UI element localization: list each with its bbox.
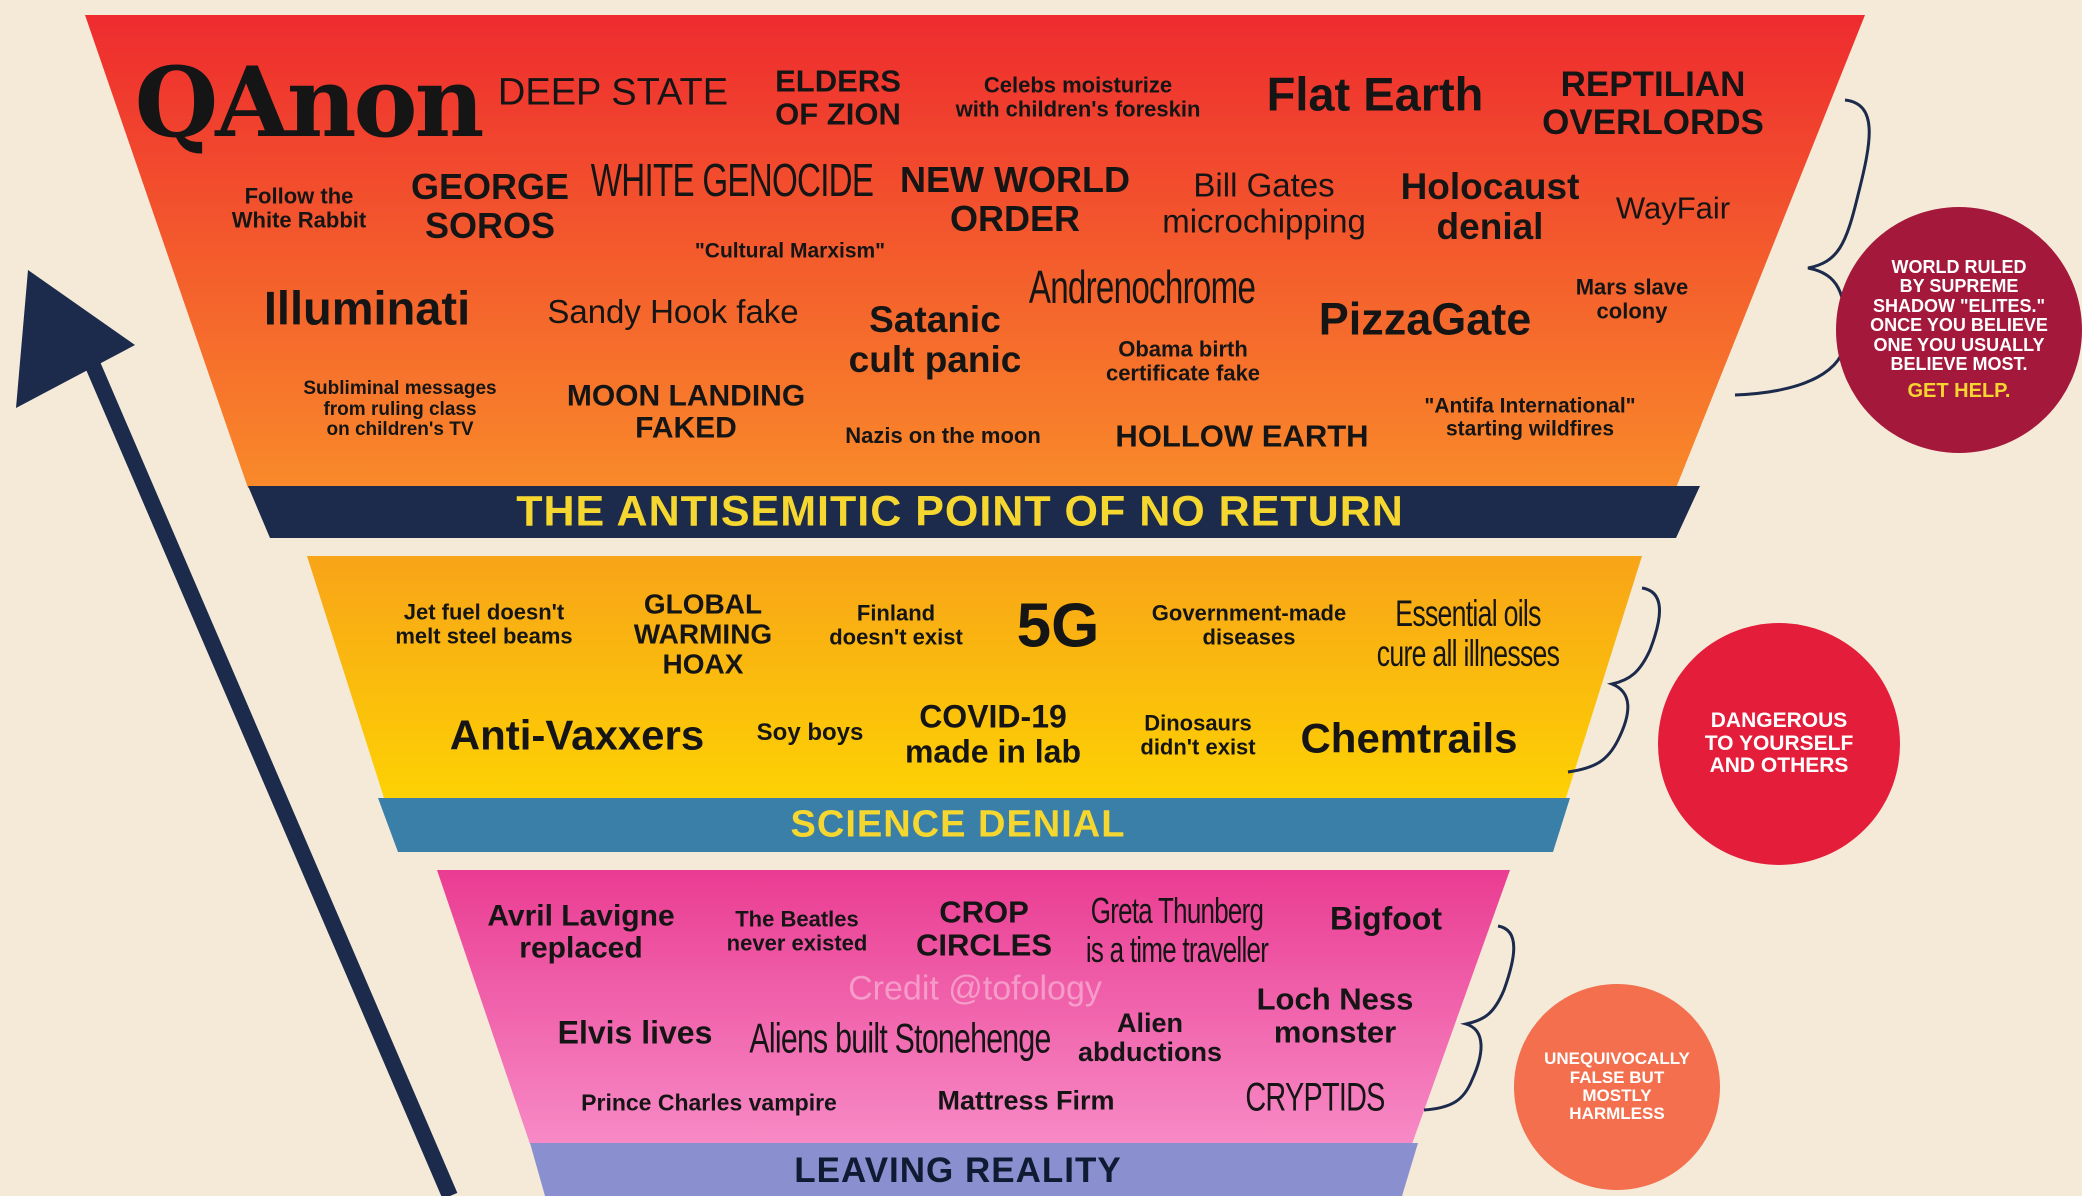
note-mid-circle: DANGEROUS TO YOURSELF AND OTHERS [1658,623,1900,865]
item-government-diseases: Government-made diseases [1151,600,1347,649]
item-5g: 5G [1016,591,1100,661]
item-george-soros: GEORGE SOROS [410,166,570,246]
item-alien-abductions: Alien abductions [1077,1007,1223,1067]
item-mars-slave-colony: Mars slave colony [1575,274,1689,323]
arrow-shaft [74,336,458,1196]
item-holocaust-denial: Holocaust denial [1400,166,1580,247]
item-obama-birth: Obama birth certificate fake [1105,336,1261,385]
item-sandy-hook: Sandy Hook fake [547,293,799,331]
item-avril-lavigne: Avril Lavigne replaced [487,899,675,965]
item-antifa: "Antifa International" starting wildfire… [1424,394,1636,440]
note-mid-text: DANGEROUS TO YOURSELF AND OTHERS [1704,708,1854,778]
item-soy-boys: Soy boys [756,719,864,747]
item-adrenochrome: Andrenochrome [1028,261,1256,314]
item-flat-earth: Flat Earth [1266,67,1484,121]
item-chemtrails: Chemtrails [1300,714,1518,762]
item-elders-of-zion: ELDERS OF ZION [775,63,901,132]
item-greta: Greta Thunberg is a time traveller [1085,890,1269,970]
item-deep-state: DEEP STATE [497,71,729,114]
credit-watermark: Credit @tofology [848,969,1102,1008]
arrow-head-icon [16,270,135,408]
item-pizzagate: PizzaGate [1318,293,1532,345]
item-prince-charles: Prince Charles vampire [581,1089,837,1116]
item-reptilian-overlords: REPTILIAN OVERLORDS [1542,65,1764,142]
brace-top-icon [1734,98,1871,397]
brace-mid-icon [1567,586,1661,774]
item-moon-landing: MOON LANDING FAKED [566,379,806,445]
item-finland: Finland doesn't exist [829,600,963,649]
item-qanon: QAnon [134,46,485,160]
item-bigfoot: Bigfoot [1330,900,1442,937]
item-cultural-marxism: "Cultural Marxism" [694,239,886,263]
item-hollow-earth: HOLLOW EARTH [1115,418,1369,454]
item-elvis: Elvis lives [557,1014,713,1051]
item-wayfair: WayFair [1615,190,1731,226]
item-illuminati: Illuminati [263,281,471,335]
item-celebs: Celebs moisturize with children's foresk… [955,72,1201,121]
tier-bot-shape [437,870,1510,1144]
item-white-genocide: WHITE GENOCIDE [590,154,874,207]
item-crop-circles: CROP CIRCLES [915,894,1053,963]
band-antisemitic: THE ANTISEMITIC POINT OF NO RETURN [516,487,1404,536]
item-mattress-firm: Mattress Firm [937,1085,1115,1116]
tier-top-band [248,486,1700,538]
note-bot-text: UNEQUIVOCALLY FALSE BUT MOSTLY HARMLESS [1544,1049,1690,1124]
item-nazis-moon: Nazis on the moon [845,423,1041,449]
item-loch-ness: Loch Ness monster [1256,981,1414,1050]
item-bill-gates: Bill Gates microchipping [1162,166,1366,239]
item-beatles: The Beatles never existed [726,906,868,955]
item-covid-lab: COVID-19 made in lab [904,698,1082,769]
tier-mid-band [378,798,1570,852]
item-essential-oils: Essential oils cure all illnesses [1376,593,1560,674]
item-cryptids: CRYPTIDS [1245,1075,1385,1120]
item-dinosaurs: Dinosaurs didn't exist [1140,710,1256,759]
item-white-rabbit: Follow the White Rabbit [231,183,367,232]
item-stonehenge: Aliens built Stonehenge [749,1014,1051,1062]
tier-bot-band [530,1143,1418,1196]
item-subliminal: Subliminal messages from ruling class on… [303,378,497,441]
band-science-denial: SCIENCE DENIAL [790,803,1126,846]
item-anti-vaxxers: Anti-Vaxxers [449,711,705,759]
item-global-warming-hoax: GLOBAL WARMING HOAX [633,588,773,681]
item-satanic-panic: Satanic cult panic [848,299,1022,380]
note-top-text: WORLD RULED BY SUPREME SHADOW "ELITES." … [1870,256,2048,375]
brace-bot-icon [1423,924,1516,1112]
band-leaving-reality: LEAVING REALITY [794,1151,1122,1190]
item-new-world-order: NEW WORLD ORDER [900,159,1130,239]
note-bot-circle: UNEQUIVOCALLY FALSE BUT MOSTLY HARMLESS [1514,984,1720,1190]
note-top-circle: WORLD RULED BY SUPREME SHADOW "ELITES." … [1836,207,2082,453]
note-top-get-help: GET HELP. [1907,379,2011,402]
item-jet-fuel: Jet fuel doesn't melt steel beams [395,599,573,648]
tier-top-shape [85,15,1865,488]
tier-mid-shape [307,556,1642,798]
